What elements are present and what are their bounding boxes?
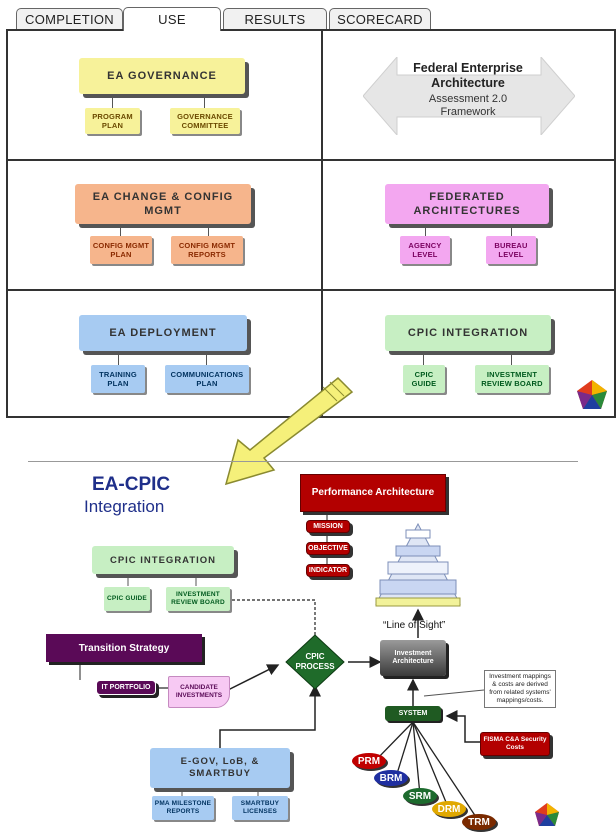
integration-title: EA-CPIC (92, 474, 171, 495)
objective-pill[interactable]: OBJECTIVE (306, 542, 350, 555)
config-mgmt-reports-box[interactable]: CONFIG MGMT REPORTS (171, 236, 243, 264)
fea-title: Federal Enterprise Architecture (413, 61, 523, 90)
srm-oval[interactable]: SRM (403, 788, 437, 804)
grid-divider (8, 159, 614, 161)
communications-plan-box[interactable]: COMMUNICATIONS PLAN (165, 365, 249, 393)
down-left-arrow-icon (224, 376, 354, 486)
training-plan-box[interactable]: TRAINING PLAN (91, 365, 145, 393)
it-portfolio-pill[interactable]: IT PORTFOLIO (96, 680, 156, 695)
connector (120, 224, 121, 236)
mission-pill[interactable]: MISSION (306, 520, 350, 533)
investment-review-board-lower-box[interactable]: INVESTMENT REVIEW BOARD (166, 587, 230, 611)
brm-oval[interactable]: BRM (374, 770, 408, 786)
config-mgmt-plan-box[interactable]: CONFIG MGMT PLAN (90, 236, 152, 264)
connector (204, 94, 205, 108)
divider-line (28, 461, 578, 462)
connector (511, 351, 512, 365)
framework-panel: EA GOVERNANCE PROGRAM PLAN GOVERNANCE CO… (6, 29, 616, 418)
bureau-level-box[interactable]: BUREAU LEVEL (486, 236, 536, 264)
fisma-box[interactable]: FISMA C&A Security Costs (480, 732, 550, 756)
pyramid-diagram-icon (375, 522, 461, 607)
grid-divider (321, 31, 323, 416)
performance-architecture-box[interactable]: Performance Architecture (300, 474, 446, 512)
integration-subtitle: Integration (84, 497, 165, 516)
grid-divider (8, 289, 614, 291)
federated-architectures-box[interactable]: FEDERATED ARCHITECTURES (385, 184, 549, 224)
pma-milestone-reports-box[interactable]: PMA MILESTONE REPORTS (152, 796, 214, 820)
trm-oval[interactable]: TRM (462, 814, 496, 830)
fea-subtitle: Assessment 2.0 Framework (428, 93, 508, 118)
pentagon-logo-icon (577, 380, 607, 409)
connector (206, 351, 207, 365)
mapping-note: Investment mappings & costs are derived … (484, 670, 556, 708)
tab-completion[interactable]: COMPLETION (16, 8, 123, 30)
smartbuy-licenses-box[interactable]: SMARTBUY LICENSES (232, 796, 288, 820)
cpic-integration-box[interactable]: CPIC INTEGRATION (385, 315, 551, 351)
governance-committee-box[interactable]: GOVERNANCE COMMITTEE (170, 108, 240, 134)
double-arrow-icon (363, 57, 575, 135)
line-of-sight-label: “Line of Sight” (383, 620, 446, 631)
candidate-investments-box[interactable]: CANDIDATE INVESTMENTS (168, 676, 230, 708)
connector (118, 351, 119, 365)
cpic-process-label: CPIC PROCESS (295, 652, 335, 671)
cpic-guide-lower-box[interactable]: CPIC GUIDE (104, 587, 150, 611)
cpic-process-diamond[interactable]: CPIC PROCESS (285, 634, 345, 690)
diamond-shape (285, 634, 345, 690)
ea-change-config-box[interactable]: EA CHANGE & CONFIG MGMT (75, 184, 251, 224)
connector (425, 224, 426, 236)
investment-review-board-box[interactable]: INVESTMENT REVIEW BOARD (475, 365, 549, 393)
pentagon-logo-icon (535, 803, 559, 826)
transition-strategy-box[interactable]: Transition Strategy (46, 634, 202, 662)
tab-results[interactable]: RESULTS (223, 8, 327, 30)
investment-architecture-box[interactable]: Investment Architecture (380, 640, 446, 676)
cpic-integration-lower-box[interactable]: CPIC INTEGRATION (92, 546, 234, 574)
tab-scorecard[interactable]: SCORECARD (329, 8, 431, 30)
connector (112, 94, 113, 108)
prm-oval[interactable]: PRM (352, 753, 386, 769)
egov-lob-smartbuy-box[interactable]: E-GOV, LoB, & SMARTBUY (150, 748, 290, 788)
ea-deployment-box[interactable]: EA DEPLOYMENT (79, 315, 247, 351)
flow-connectors (79, 512, 485, 821)
indicator-pill[interactable]: INDICATOR (306, 564, 350, 577)
connector (423, 351, 424, 365)
system-box[interactable]: SYSTEM (385, 706, 441, 721)
agency-level-box[interactable]: AGENCY LEVEL (400, 236, 450, 264)
program-plan-box[interactable]: PROGRAM PLAN (85, 108, 140, 134)
drm-oval[interactable]: DRM (432, 801, 466, 817)
connector (511, 224, 512, 236)
tab-use[interactable]: USE (123, 7, 221, 31)
ea-governance-box[interactable]: EA GOVERNANCE (79, 58, 245, 94)
cpic-guide-box[interactable]: CPIC GUIDE (403, 365, 445, 393)
connector (208, 224, 209, 236)
